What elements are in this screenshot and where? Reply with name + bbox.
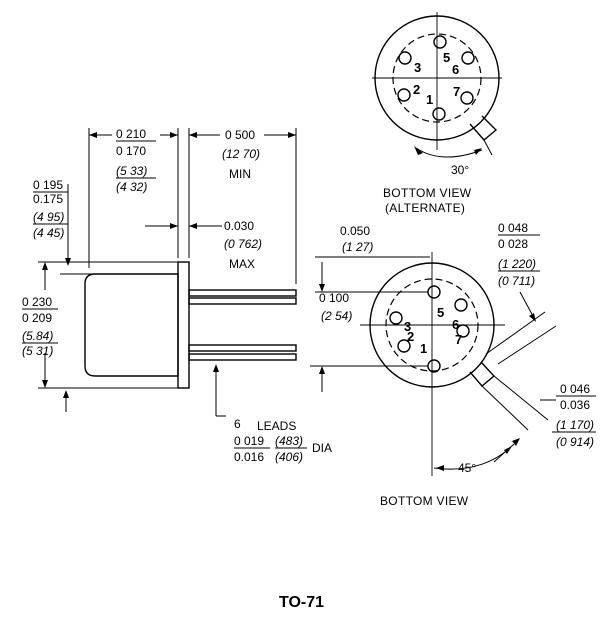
lead: [188, 297, 297, 305]
lead: [188, 344, 297, 352]
pin-label: 7: [453, 84, 460, 99]
alt-angle: 30°: [451, 163, 469, 177]
lead-dia-mm-max: (483): [275, 434, 303, 448]
leads-label: LEADS: [257, 419, 296, 433]
pin-label: 2: [407, 329, 414, 344]
pin-6-hole: [454, 298, 468, 312]
alt-view-subcaption: (ALTERNATE): [385, 201, 465, 215]
pin-pitch: 0 100: [319, 291, 349, 305]
body-length-mm-max: (5 33): [116, 164, 147, 178]
pin-label: 7: [455, 332, 462, 347]
pin-label: 2: [413, 82, 420, 97]
tab-width-mm-max: (1 220): [498, 257, 536, 271]
diameter-mm-min: (5 31): [22, 344, 53, 358]
pin-offset: 0.050: [340, 224, 370, 238]
pin-label: 1: [420, 341, 427, 356]
flange-thickness-max: MAX: [229, 257, 255, 271]
top-dimensions: 0 210 0 170 (5 33) (4 32) 0 500 (12 70) …: [88, 127, 297, 284]
lead-length-mm: (12 70): [222, 147, 260, 161]
pin-6-hole: [461, 51, 475, 65]
tab-length-min: 0.036: [560, 398, 590, 412]
lead-length-min: MIN: [229, 167, 251, 181]
bottom-view-caption: BOTTOM VIEW: [380, 494, 469, 508]
tab-length-mm-max: (1 170): [556, 418, 594, 432]
pin-1-hole: [432, 107, 446, 121]
height-max: 0 195: [33, 178, 63, 192]
pin-label: 1: [426, 92, 433, 107]
tab-length-mm-min: (0 914): [556, 435, 594, 449]
alternate-bottom-view: 3 5 6 2 1 7 30° BOTTOM VIEW (ALTERNATE): [372, 12, 502, 215]
pin-2-hole: [397, 88, 411, 102]
pin-7-hole: [460, 91, 474, 105]
alt-tab: [469, 115, 498, 141]
lead-dia-min: 0.016: [234, 450, 264, 464]
tab-length-max: 0 046: [560, 382, 590, 396]
pin-label: 6: [452, 317, 459, 332]
pin-offset-mm: (1 27): [342, 240, 373, 254]
pin-5-hole: [433, 35, 447, 49]
pin-label: 5: [437, 305, 444, 320]
diameter-max: 0 230: [22, 295, 52, 309]
pin-1-hole: [427, 359, 441, 373]
left-dimensions: 0 195 0.175 (4 95) (4 45) 0.030 (0 762) …: [22, 178, 262, 412]
lead-length: 0 500: [225, 128, 255, 142]
flange: [177, 261, 190, 389]
diameter-mm-max: (5.84): [22, 329, 53, 343]
tab-width-min: 0 028: [498, 237, 528, 251]
flange-thickness: 0.030: [224, 219, 254, 233]
pin-pitch-mm: (2 54): [321, 309, 352, 323]
tab-width-max: 0 048: [498, 221, 528, 235]
pin-5-hole: [427, 285, 441, 299]
pin-3-hole: [389, 311, 403, 325]
lead-count: 6: [234, 417, 241, 431]
height-mm-min: (4 45): [33, 226, 64, 240]
pin-7-hole: [456, 324, 470, 338]
tab-angle: 45°: [458, 461, 476, 475]
can-body: [84, 273, 179, 377]
pin-3-hole: [398, 51, 412, 65]
lead-dia-mm-min: (406): [275, 450, 303, 464]
body-length-mm-min: (4 32): [116, 180, 147, 194]
diameter-min: 0 209: [22, 311, 52, 325]
package-title: TO-71: [279, 594, 324, 611]
height-min: 0.175: [33, 192, 63, 206]
pin-label: 6: [452, 62, 459, 77]
lead: [188, 289, 297, 297]
height-mm-max: (4 95): [33, 210, 64, 224]
lead-dia-max: 0 019: [234, 434, 264, 448]
leads-dimension: 6 LEADS 0 019 0.016 (483) (406) DIA: [213, 364, 332, 464]
bottom-view: 5 3 6 2 7 1 0.050 (1 27) 0 100 (2 54) 0 …: [310, 221, 596, 508]
alt-view-caption: BOTTOM VIEW: [383, 186, 472, 200]
pin-2-hole: [397, 339, 411, 353]
bottom-tab: [469, 361, 496, 387]
side-view: [84, 261, 297, 389]
body-length-min: 0 170: [116, 144, 146, 158]
flange-thickness-mm: (0 762): [224, 237, 262, 251]
lead: [188, 353, 297, 361]
pin-label: 5: [443, 50, 450, 65]
pin-label: 3: [404, 319, 411, 334]
lead-dia-label: DIA: [312, 441, 332, 455]
tab-width-mm-min: (0 711): [498, 274, 535, 288]
pin-label: 3: [414, 60, 421, 75]
body-length-max: 0 210: [116, 127, 146, 141]
